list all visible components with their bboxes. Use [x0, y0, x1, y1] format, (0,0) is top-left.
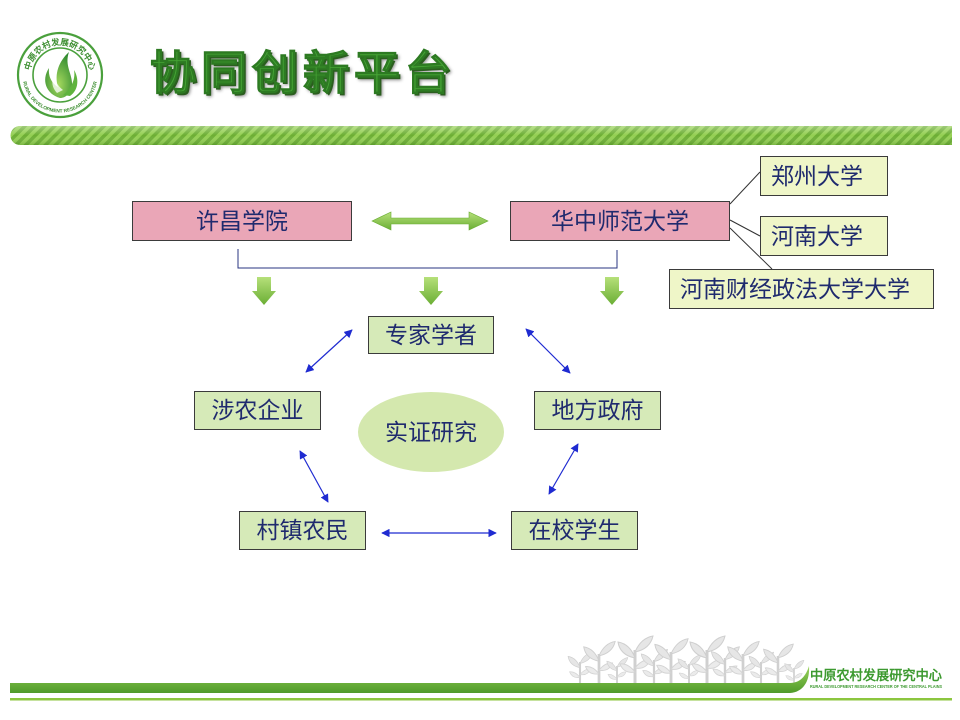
page-title: 协同创新平台 — [150, 46, 456, 101]
partner-bracket — [237, 249, 618, 269]
node-empirical-research: 实证研究 — [358, 392, 504, 472]
footer-logo-name-cn: 中原农村发展研究中心 — [810, 667, 942, 683]
flame-icon — [45, 52, 78, 98]
header-bar — [10, 126, 953, 145]
partner-box-huazhong: 华中师范大学 — [510, 201, 730, 241]
node-enterprises: 涉农企业 — [194, 391, 321, 430]
plants-illustration — [567, 634, 805, 692]
node-students: 在校学生 — [511, 511, 638, 550]
footer-band — [10, 666, 810, 693]
node-farmers: 村镇农民 — [239, 511, 366, 550]
footer-logo-name-en: RURAL DEVELOPMENT RESEARCH CENTER OF THE… — [810, 684, 942, 689]
university-box-henan: 河南大学 — [760, 216, 888, 256]
node-experts: 专家学者 — [368, 316, 494, 354]
node-government: 地方政府 — [534, 391, 661, 430]
university-connector — [729, 171, 761, 205]
logo: 中原农村发展研究中心 RURAL DEVELOPMENT RESEARCH CE… — [16, 31, 104, 119]
network-connector — [525, 328, 571, 374]
partner-box-xuchang: 许昌学院 — [132, 201, 352, 241]
university-connector — [729, 219, 761, 237]
university-box-caijing: 河南财经政法大学大学 — [669, 269, 934, 309]
down-arrow-icon — [252, 277, 276, 305]
plant-sprout — [726, 640, 761, 692]
down-arrow-icon — [600, 277, 624, 305]
footer-rule — [10, 698, 952, 701]
university-connector — [729, 227, 773, 270]
network-connector — [548, 443, 579, 495]
network-connector — [305, 329, 353, 373]
network-connector — [299, 450, 329, 503]
university-box-zhengzhou: 郑州大学 — [760, 156, 888, 196]
partner-link-arrow — [371, 211, 489, 231]
down-arrow-icon — [419, 277, 443, 305]
